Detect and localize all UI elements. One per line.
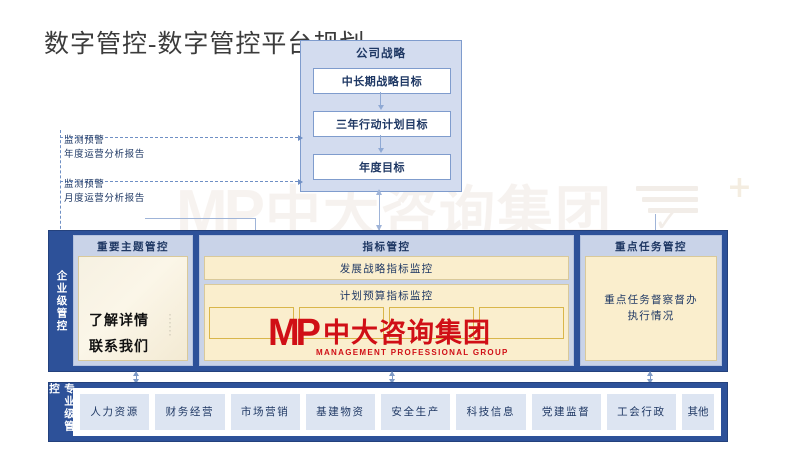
panel-kpi-control[interactable]: 指标管控 发展战略指标监控 计划预算指标监控 — [199, 235, 574, 366]
panel-key-task-body: 重点任务督察督办 执行情况 — [581, 256, 721, 365]
kpi-cell-row — [209, 307, 564, 339]
task-panel-connector-icon — [655, 214, 656, 230]
professional-item-party[interactable]: 党建监督 — [531, 394, 601, 430]
professional-items: 人力资源 财务经营 市场营销 基建物资 安全生产 科技信息 党建监督 工会行政 … — [73, 388, 721, 436]
annotation-annual-line1: 监测预警 — [64, 136, 105, 146]
panel-key-task-title: 重点任务管控 — [615, 242, 687, 253]
band-link-arrow-icon — [647, 371, 653, 384]
cta-line-1: 了解详情 — [89, 312, 149, 328]
annotation-annual: 监测预警 年度运营分析报告 — [64, 134, 145, 162]
strategy-item-three-year[interactable]: 三年行动计划目标 — [313, 111, 451, 137]
professional-item-technology[interactable]: 科技信息 — [456, 394, 526, 430]
topic-panel-connector-icon — [145, 218, 256, 231]
professional-item-finance[interactable]: 财务经营 — [155, 394, 225, 430]
panel-key-task-control[interactable]: 重点任务管控 重点任务督察督办 执行情况 — [580, 235, 722, 366]
band-link-arrow-icon — [133, 371, 139, 384]
cta-line-2: 联系我们 — [89, 338, 149, 354]
key-task-line-2: 执行情况 — [627, 310, 675, 322]
cta-dots: ・・・・・・ — [168, 313, 173, 337]
panel-key-topic-body: 了解详情 联系我们 ・・・・・・ — [74, 256, 192, 365]
watermark-plus-icon: + — [726, 170, 752, 205]
annotation-monthly-line1: 监测预警 — [64, 180, 105, 190]
cta-text[interactable]: 了解详情 联系我们 — [89, 307, 149, 359]
annotation-arrow-annual-icon — [60, 134, 303, 141]
panel-kpi-title: 指标管控 — [362, 242, 411, 253]
cta-overlay[interactable]: 了解详情 联系我们 ・・・・・・ — [78, 256, 188, 361]
enterprise-side-label: 企业级管控 — [55, 269, 67, 333]
key-task-text[interactable]: 重点任务督察督办 执行情况 — [585, 256, 717, 361]
key-task-line-1: 重点任务督察督办 — [604, 294, 698, 306]
kpi-cell[interactable] — [209, 307, 294, 339]
professional-item-infrastructure[interactable]: 基建物资 — [305, 394, 375, 430]
panel-kpi-body: 发展战略指标监控 计划预算指标监控 — [200, 256, 573, 365]
professional-side-label: 专业级管控 — [48, 383, 74, 433]
corporate-strategy-block: 公司战略 中长期战略目标 三年行动计划目标 年度目标 — [300, 40, 462, 192]
strategy-to-enterprise-connector-icon — [376, 189, 382, 231]
professional-item-marketing[interactable]: 市场营销 — [230, 394, 300, 430]
kpi-cell[interactable] — [299, 307, 384, 339]
strategy-arrow-2-icon — [377, 135, 384, 153]
enterprise-panels: 重要主题管控 了解详情 联系我们 ・・・・・・ 指标管控 发展战略指标监控 — [73, 235, 722, 366]
annotation-annual-line2: 年度运营分析报告 — [64, 150, 145, 160]
mp-logo-brand-en: MANAGEMENT PROFESSIONAL GROUP — [316, 348, 509, 357]
kpi-row-strategy[interactable]: 发展战略指标监控 — [204, 256, 569, 280]
panel-key-topic-title: 重要主题管控 — [97, 242, 169, 253]
kpi-cell[interactable] — [479, 307, 564, 339]
enterprise-band: 企业级管控 重要主题管控 了解详情 联系我们 ・・・・・・ 指标管控 — [48, 230, 728, 372]
professional-item-union[interactable]: 工会行政 — [606, 394, 676, 430]
annotation-arrow-monthly-icon — [60, 178, 303, 185]
professional-band: 专业级管控 人力资源 财务经营 市场营销 基建物资 安全生产 科技信息 党建监督… — [48, 382, 728, 442]
professional-item-hr[interactable]: 人力资源 — [80, 394, 150, 430]
kpi-row-budget-label: 计划预算指标监控 — [339, 291, 434, 302]
strategy-arrow-1-icon — [377, 92, 384, 110]
kpi-group-budget: 计划预算指标监控 — [204, 284, 569, 361]
strategy-item-annual[interactable]: 年度目标 — [313, 154, 451, 180]
band-link-arrow-icon — [389, 371, 395, 384]
annotation-monthly-line2: 月度运营分析报告 — [64, 194, 145, 204]
professional-item-other[interactable]: 其他 — [682, 394, 714, 430]
annotation-monthly: 监测预警 月度运营分析报告 — [64, 178, 145, 206]
corporate-strategy-title: 公司战略 — [356, 48, 406, 60]
professional-item-safety[interactable]: 安全生产 — [381, 394, 451, 430]
strategy-item-long-term[interactable]: 中长期战略目标 — [313, 68, 451, 94]
kpi-cell[interactable] — [389, 307, 474, 339]
panel-key-topic-control[interactable]: 重要主题管控 了解详情 联系我们 ・・・・・・ — [73, 235, 193, 366]
